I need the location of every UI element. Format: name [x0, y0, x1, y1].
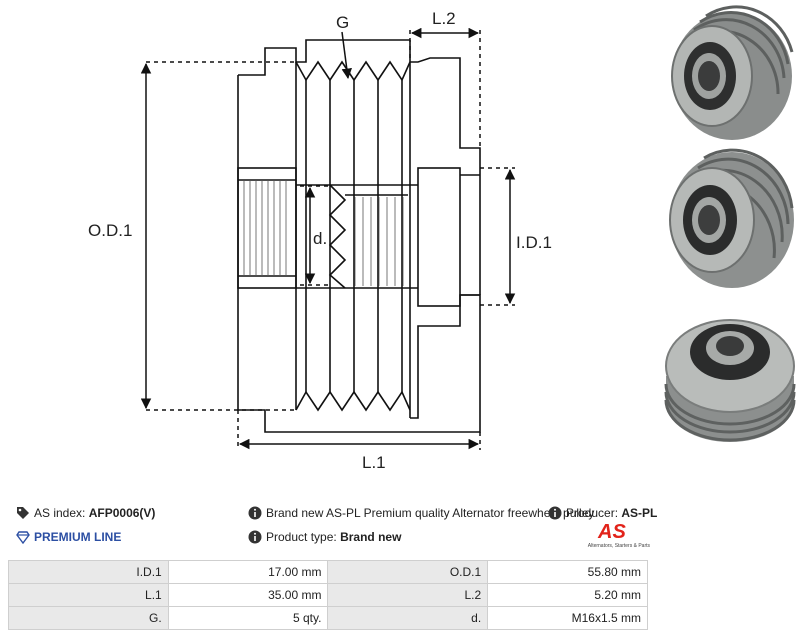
label-id1: I.D.1	[516, 233, 552, 252]
product-photo-side	[671, 5, 794, 140]
label-d: d.	[313, 229, 327, 248]
spec-label: G.	[8, 606, 169, 630]
label-l1: L.1	[362, 453, 386, 472]
label-g: G	[336, 13, 349, 32]
spec-label: d.	[327, 606, 489, 630]
spec-label: L.2	[327, 583, 489, 607]
spec-row: G.5 qty.d.M16x1.5 mm	[8, 606, 648, 630]
spec-value: M16x1.5 mm	[487, 606, 648, 630]
spec-label: I.D.1	[8, 560, 169, 584]
product-photo-angle	[664, 319, 796, 442]
description-text: Brand new AS-PL Premium quality Alternat…	[266, 506, 595, 520]
product-type-label: Product type:	[266, 530, 337, 544]
as-index-label: AS index:	[34, 506, 86, 520]
info-icon	[248, 530, 262, 544]
spec-value: 35.00 mm	[167, 583, 329, 607]
as-index-row: AS index: AFP0006(V)	[16, 506, 155, 520]
spec-value: 55.80 mm	[487, 560, 648, 584]
producer-value: AS-PL	[621, 506, 658, 520]
label-od1: O.D.1	[88, 221, 132, 240]
spec-label: O.D.1	[327, 560, 489, 584]
product-type-value: Brand new	[340, 530, 402, 544]
tags-icon	[17, 507, 29, 519]
logo-tagline: Alternators, Starters & Parts	[587, 543, 650, 549]
premium-line-label: PREMIUM LINE	[34, 530, 122, 544]
as-index-value: AFP0006(V)	[88, 506, 156, 520]
premium-line-row: PREMIUM LINE	[16, 530, 121, 544]
spec-value: 5 qty.	[167, 606, 329, 630]
spec-value: 17.00 mm	[167, 560, 329, 584]
product-photo-front	[669, 148, 794, 288]
logo-mark: AS	[598, 521, 626, 543]
producer-row: Producer: AS-PL	[548, 506, 657, 520]
spec-label: L.1	[8, 583, 169, 607]
info-icon	[248, 506, 262, 520]
info-icon	[548, 506, 562, 520]
as-pl-logo: AS Alternators, Starters & Parts	[584, 522, 650, 552]
description-row: Brand new AS-PL Premium quality Alternat…	[248, 506, 594, 520]
diamond-icon	[16, 531, 30, 544]
technical-drawing: G L.2 O.D.1 I.D.1 d. L.1	[88, 9, 552, 472]
product-type-row: Product type: Brand new	[248, 530, 401, 544]
spec-value: 5.20 mm	[487, 583, 648, 607]
producer-label: Producer:	[566, 506, 619, 520]
label-l2: L.2	[432, 9, 456, 28]
